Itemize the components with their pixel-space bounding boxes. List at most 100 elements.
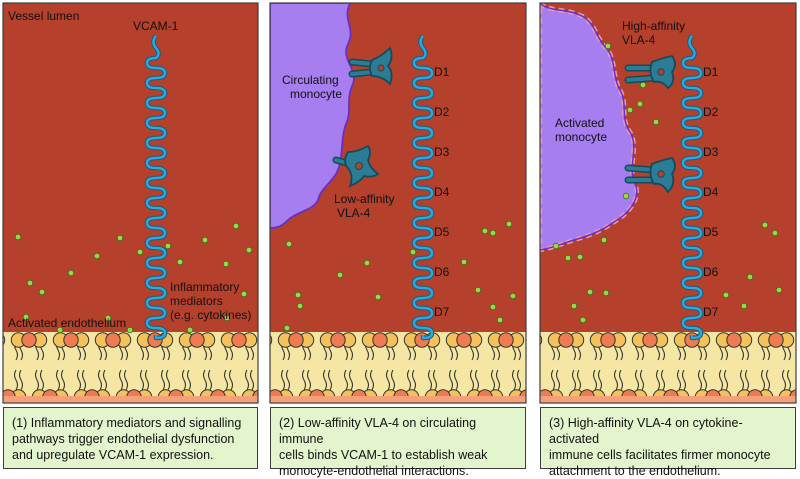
mediator-dot (223, 314, 231, 322)
panel-3 (540, 3, 796, 403)
monocyte-label-line-1: Circulating (282, 73, 339, 87)
mediator-dot (761, 221, 769, 229)
vla4-high-affinity-d1 (624, 55, 676, 90)
mediator-dot (285, 240, 293, 248)
mediator-dot (222, 260, 230, 268)
monocyte-label-line-2: monocyte (290, 87, 342, 101)
caption-panel-2: (2) Low-affinity VLA-4 on circulating im… (270, 407, 526, 478)
mediator-dot (489, 303, 497, 311)
mediator-dot (505, 220, 513, 228)
mediator-dot (409, 248, 417, 256)
mediator-dot (474, 286, 482, 294)
mediators-label-line-3: (e.g. cytokines) (170, 308, 251, 322)
mediator-dot (636, 100, 644, 108)
domain-label-d5: D5 (703, 225, 719, 239)
caption-text: (1) Inflammatory mediators and signallin… (12, 416, 242, 462)
mediator-dot (771, 229, 779, 237)
circulating-monocyte (270, 3, 355, 229)
domain-label-d4: D4 (434, 185, 450, 199)
caption-panel-1: (1) Inflammatory mediators and signallin… (3, 407, 258, 469)
vcam-1-protein-core (145, 35, 167, 340)
mediator-group (552, 42, 783, 324)
mediator-dot (496, 316, 504, 324)
domain-label-d7: D7 (434, 305, 450, 319)
vla4-label-line-2: VLA-4 (337, 206, 371, 220)
cell-membrane (270, 332, 526, 403)
vla4-bound-d1 (348, 46, 393, 86)
domain-label-d4: D4 (703, 185, 719, 199)
mediator-dot (639, 81, 647, 89)
mediator-dot (363, 259, 371, 267)
activated-monocyte-label-line-2: monocyte (555, 130, 607, 144)
mediator-dot (602, 289, 610, 297)
mediator-dot (622, 192, 630, 200)
vessel-lumen-label: Vessel lumen (8, 9, 79, 23)
vcam-1-protein-core (681, 35, 703, 340)
mediator-group (283, 220, 517, 332)
mediator-dot (164, 242, 172, 250)
mediator-dot (740, 302, 748, 310)
domain-label-d6: D6 (703, 265, 719, 279)
mediator-dot (126, 326, 134, 334)
mediator-dot (374, 293, 382, 301)
mediator-dot (576, 253, 584, 261)
domain-label-d1: D1 (703, 65, 719, 79)
mediator-dot (14, 233, 22, 241)
panel-1 (3, 3, 258, 403)
mediator-dot (67, 269, 75, 277)
domain-label-d3: D3 (703, 145, 719, 159)
caption-text: (2) Low-affinity VLA-4 on circulating im… (279, 416, 488, 478)
vla4-high-label-line-1: High-affinity (622, 19, 685, 33)
mediator-dot (26, 279, 34, 287)
mediator-dot (136, 248, 144, 256)
vla4-label-line-1: Low-affinity (334, 192, 394, 206)
mediator-dot (294, 291, 302, 299)
mediator-dot (186, 326, 194, 334)
mediator-dot (116, 234, 124, 242)
mediator-dot (460, 258, 468, 266)
domain-label-d5: D5 (434, 225, 450, 239)
caption-panel-3: (3) High-affinity VLA-4 on cytokine-acti… (540, 407, 796, 478)
vcam-1-label: VCAM-1 (133, 19, 179, 33)
mediator-dot (586, 288, 594, 296)
mediator-dot (722, 291, 730, 299)
cell-membrane (540, 332, 796, 403)
mediator-dot (22, 313, 30, 321)
mediators-label-line-2: mediators (170, 294, 223, 308)
vla4-unbound (332, 144, 380, 188)
mediator-dot (775, 286, 783, 294)
domain-label-d6: D6 (434, 265, 450, 279)
mediator-dot (652, 118, 660, 126)
domain-label-d3: D3 (434, 145, 450, 159)
mediator-dot (93, 252, 101, 260)
caption-text: (3) High-affinity VLA-4 on cytokine-acti… (549, 416, 771, 478)
mediator-dot (240, 290, 248, 298)
mediator-dot (38, 288, 46, 296)
vcam-1-protein-core (412, 35, 434, 340)
mediator-dot (56, 326, 64, 334)
mediator-dot (564, 254, 572, 262)
mediators-label-line-1: Inflammatory (170, 280, 239, 294)
mediator-dot (600, 236, 608, 244)
vla4-high-label-line-2: VLA-4 (622, 33, 656, 47)
cell-membrane (3, 332, 258, 403)
mediator-dot (509, 292, 517, 300)
panel-2 (270, 3, 526, 403)
domain-label-d1: D1 (434, 65, 450, 79)
mediator-dot (604, 42, 612, 50)
mediator-dot (481, 227, 489, 235)
mediator-dot (552, 242, 560, 250)
mediator-dot (489, 229, 497, 237)
mediator-dot (296, 302, 304, 310)
mediator-dot (579, 316, 587, 324)
mediator-dot (283, 324, 291, 332)
domain-label-d2: D2 (703, 105, 719, 119)
vla4-high-affinity-d4 (624, 157, 676, 194)
mediator-dot (201, 236, 209, 244)
endothelium-label: Activated endothelium (8, 316, 126, 330)
domain-label-d2: D2 (434, 105, 450, 119)
mediator-dot (176, 258, 184, 266)
